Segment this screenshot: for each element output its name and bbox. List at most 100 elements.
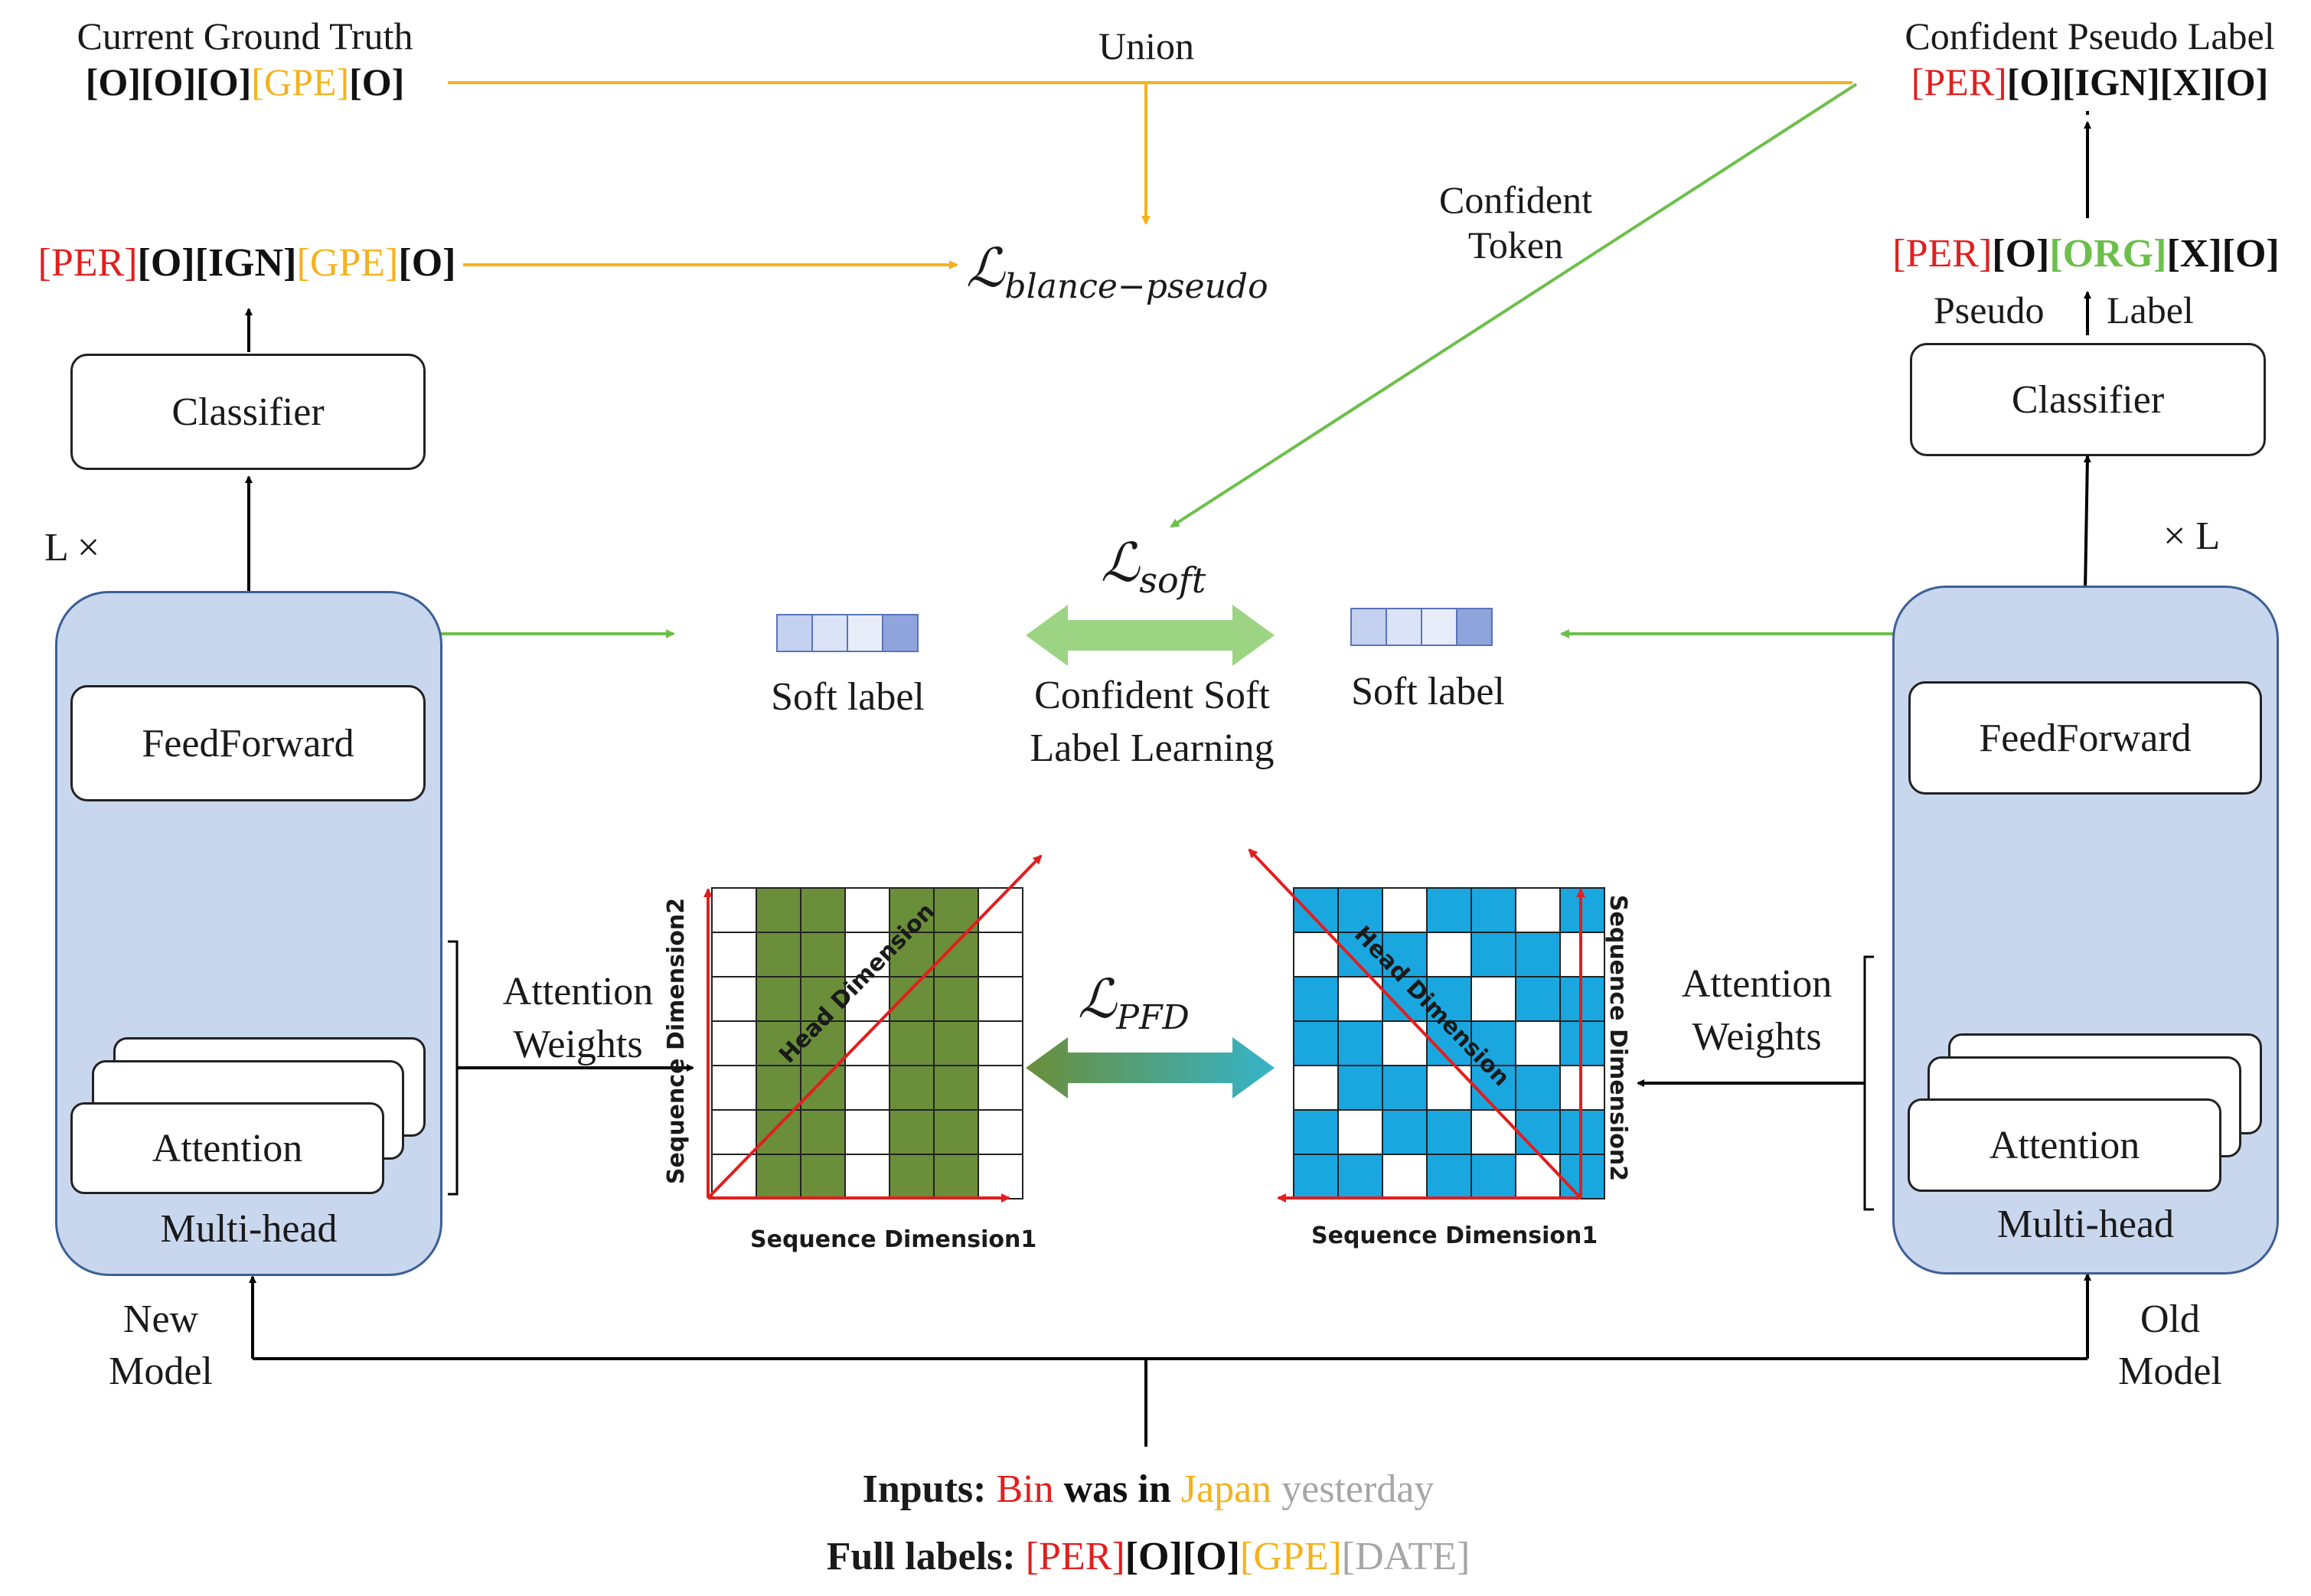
old-model-attention: Attention bbox=[1908, 1098, 2221, 1192]
left-seq-dim1-label: Sequence Dimension1 bbox=[750, 1226, 1037, 1253]
attention-cell bbox=[1382, 1065, 1428, 1111]
attention-cell bbox=[978, 932, 1023, 978]
attention-cell bbox=[978, 976, 1023, 1022]
label-token: [PER] bbox=[1911, 60, 2007, 103]
attention-cell bbox=[1293, 1154, 1339, 1199]
attention-cell bbox=[1515, 1065, 1561, 1111]
attention-cell bbox=[756, 976, 801, 1022]
full-labels-line: Full labels: [PER][O][O][GPE][DATE] bbox=[826, 1535, 1470, 1578]
attention-cell bbox=[1470, 976, 1516, 1022]
label-token: [O] bbox=[196, 60, 252, 103]
attention-cell bbox=[711, 887, 757, 933]
attention-cell bbox=[1470, 887, 1516, 933]
label-token: [PER] bbox=[38, 241, 138, 285]
new-model-classifier: Classifier bbox=[70, 354, 426, 470]
attention-cell bbox=[933, 1065, 979, 1111]
label-token: [GPE] bbox=[296, 241, 399, 285]
attention-cell bbox=[1337, 1154, 1383, 1199]
label-token: [O] bbox=[1182, 1535, 1240, 1578]
attention-cell bbox=[711, 1020, 757, 1066]
attention-cell bbox=[1293, 1020, 1339, 1066]
right-seq-dim1-label: Sequence Dimension1 bbox=[1311, 1222, 1598, 1249]
soft-double-arrow bbox=[1026, 605, 1275, 666]
confident-pseudo-label-title: Confident Pseudo Label bbox=[1905, 15, 2275, 57]
label-token: [IGN] bbox=[194, 241, 297, 285]
attention-cell bbox=[1426, 1109, 1472, 1155]
attention-cell bbox=[711, 932, 757, 978]
right-seq-dim2-label: Sequence Dimension2 bbox=[1604, 894, 1631, 1182]
attention-cell bbox=[978, 887, 1023, 933]
attention-cell bbox=[756, 887, 801, 933]
attention-cell bbox=[1470, 1154, 1516, 1199]
right-soft-label-text: Soft label bbox=[1351, 670, 1505, 713]
attention-cell bbox=[844, 1020, 890, 1066]
current-ground-truth-title: Current Ground Truth bbox=[77, 15, 413, 57]
attention-cell bbox=[844, 932, 890, 978]
label-token: Japan bbox=[1180, 1467, 1272, 1511]
attention-cell bbox=[1293, 887, 1339, 933]
attention-cell bbox=[1515, 976, 1561, 1022]
attention-cell bbox=[800, 887, 846, 933]
attention-cell bbox=[1426, 1065, 1472, 1111]
attention-cell bbox=[1470, 1020, 1516, 1066]
attention-cell bbox=[889, 1065, 935, 1111]
attention-cell bbox=[1382, 887, 1428, 933]
attention-cell bbox=[711, 1065, 757, 1111]
label-token: [GPE] bbox=[251, 60, 350, 103]
attention-cell bbox=[1337, 1109, 1383, 1155]
attention-cell bbox=[711, 1154, 757, 1199]
attention-cell bbox=[800, 1065, 846, 1111]
attention-cell bbox=[889, 1020, 935, 1066]
attention-cell bbox=[844, 1154, 890, 1199]
attention-cell bbox=[1515, 1154, 1561, 1199]
attention-cell bbox=[800, 1154, 846, 1199]
attention-cell bbox=[844, 1109, 890, 1155]
old-model-output-labels: [PER][O][ORG][X][O] bbox=[1868, 234, 2304, 274]
attention-cell bbox=[1293, 976, 1339, 1022]
new-model-layer-repeat: L × bbox=[44, 526, 100, 570]
label-token: [O] bbox=[2221, 232, 2280, 276]
new-model-attention-matrix bbox=[711, 887, 1023, 1199]
left-seq-dim2-label: Sequence Dimension2 bbox=[663, 897, 690, 1185]
new-model-multihead-label: Multi-head bbox=[160, 1207, 338, 1251]
attention-cell bbox=[756, 1109, 801, 1155]
label-token: [O] bbox=[140, 60, 197, 103]
attention-cell bbox=[756, 1020, 801, 1066]
label-token: Bin bbox=[996, 1467, 1054, 1511]
attention-cell bbox=[756, 932, 801, 978]
attention-cell bbox=[800, 1109, 846, 1155]
label-word: Label bbox=[2107, 289, 2194, 331]
attention-cell bbox=[756, 1065, 801, 1111]
attention-cell bbox=[1426, 1154, 1472, 1199]
attention-cell bbox=[844, 887, 890, 933]
label-token: [GPE] bbox=[1239, 1535, 1342, 1578]
label-token: yesterday bbox=[1281, 1467, 1435, 1511]
old-model-layer-repeat: × L bbox=[2163, 514, 2221, 558]
attention-cell bbox=[1382, 1109, 1428, 1155]
label-token: [X] bbox=[2166, 232, 2222, 276]
attention-cell bbox=[933, 932, 979, 978]
attention-cell bbox=[889, 1154, 935, 1199]
pseudo-word: Pseudo bbox=[1934, 289, 2045, 331]
label-token: [O] bbox=[349, 60, 405, 103]
union-label: Union bbox=[1098, 24, 1194, 67]
pfd-double-arrow bbox=[1026, 1037, 1275, 1098]
old-model-feedforward: FeedForward bbox=[1908, 681, 2262, 795]
attention-cell bbox=[933, 976, 979, 1022]
attention-cell bbox=[844, 1065, 890, 1111]
attention-cell bbox=[1337, 1020, 1383, 1066]
attention-cell bbox=[1470, 932, 1516, 978]
attention-cell bbox=[1515, 1020, 1561, 1066]
attention-cell bbox=[1515, 1109, 1561, 1155]
label-token: [O] bbox=[2213, 60, 2269, 103]
label-token: [ORG] bbox=[2049, 232, 2167, 276]
old-model-multihead-label: Multi-head bbox=[1996, 1203, 2175, 1246]
label-token: was bbox=[1063, 1467, 1128, 1511]
left-soft-label-bar bbox=[776, 614, 919, 652]
attention-cell bbox=[1515, 932, 1561, 978]
loss-soft: ℒsoft bbox=[1101, 531, 1206, 601]
attention-cell bbox=[978, 1109, 1023, 1155]
